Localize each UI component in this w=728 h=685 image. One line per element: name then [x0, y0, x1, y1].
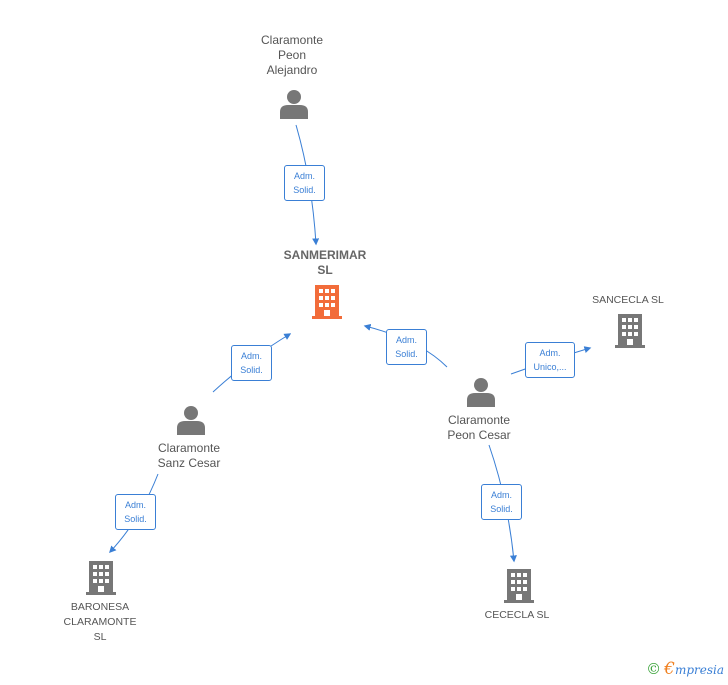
role-line: Adm. [124, 500, 146, 510]
role-line: Solid. [293, 185, 316, 195]
person-label-sanz-cesar: Claramonte Sanz Cesar [129, 441, 249, 471]
copyright-icon: © [646, 660, 662, 678]
company-label-sancecla: SANCECLA SL [568, 293, 688, 308]
person-name-line: Peon Cesar [447, 428, 511, 442]
center-company-suffix: SL [317, 263, 333, 277]
role-line: Solid. [395, 349, 418, 359]
center-company-name: SANMERIMAR [283, 248, 367, 262]
person-icon[interactable] [280, 89, 308, 119]
role-badge-sancecla[interactable]: Adm. Unico,... [525, 342, 575, 378]
building-icon[interactable] [615, 314, 645, 348]
role-line: Adm. [240, 351, 262, 361]
person-name-line: Claramonte [157, 441, 221, 455]
role-badge-sanz-cesar[interactable]: Adm. Solid. [231, 345, 272, 381]
person-name-line: Peon [277, 48, 307, 62]
company-label-baronesa: BARONESA CLARAMONTE SL [40, 600, 160, 645]
building-icon[interactable] [312, 285, 342, 319]
person-label-peon-cesar: Claramonte Peon Cesar [419, 413, 539, 443]
brand-name: mpresia [674, 663, 724, 677]
building-icon[interactable] [86, 561, 116, 595]
role-line: Solid. [240, 365, 263, 375]
empresia-watermark: ©€mpresia [646, 659, 724, 679]
person-icon[interactable] [467, 377, 495, 407]
company-name-line: CECECLA SL [484, 609, 550, 621]
role-line: Adm. [395, 335, 417, 345]
role-badge-peon-cesar[interactable]: Adm. Solid. [386, 329, 427, 365]
role-badge-baronesa[interactable]: Adm. Solid. [115, 494, 156, 530]
building-icon[interactable] [504, 569, 534, 603]
person-name-line: Claramonte [260, 33, 324, 47]
role-line: Solid. [490, 504, 513, 514]
role-line: Adm. [490, 490, 512, 500]
person-icon[interactable] [177, 405, 205, 435]
person-name-line: Alejandro [266, 63, 318, 77]
company-label-cececla: CECECLA SL [457, 608, 577, 623]
role-line: Solid. [124, 514, 147, 524]
brand-initial: € [664, 659, 675, 679]
person-name-line: Claramonte [447, 413, 511, 427]
role-badge-alejandro[interactable]: Adm. Solid. [284, 165, 325, 201]
role-line: Unico,... [533, 362, 567, 372]
role-line: Adm. [539, 348, 561, 358]
role-line: Adm. [293, 171, 315, 181]
company-name-line: SANCECLA SL [592, 294, 664, 306]
center-company-label: SANMERIMAR SL [264, 248, 386, 278]
person-name-line: Sanz Cesar [157, 456, 221, 470]
person-label-alejandro: Claramonte Peon Alejandro [232, 33, 352, 78]
role-badge-cececla[interactable]: Adm. Solid. [481, 484, 522, 520]
company-name-line: CLARAMONTE [63, 616, 137, 628]
company-name-line: BARONESA [70, 601, 130, 613]
company-name-line: SL [93, 631, 107, 643]
